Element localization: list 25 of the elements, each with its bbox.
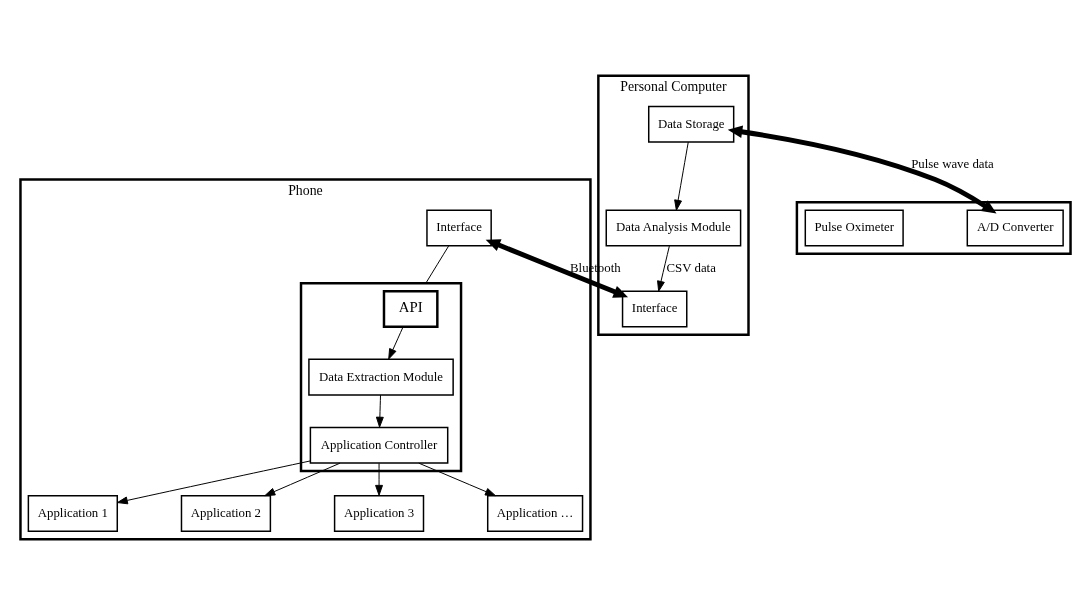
node-box: Application 3 xyxy=(333,494,425,532)
arrow xyxy=(116,459,311,504)
node-box: Application … xyxy=(486,494,584,532)
arrow xyxy=(388,326,404,359)
node-box: Interface xyxy=(621,289,688,327)
arrow xyxy=(375,394,384,428)
arrow xyxy=(418,462,496,496)
connector xyxy=(425,245,450,284)
arrow xyxy=(657,245,670,292)
arrow xyxy=(485,238,628,298)
node-box: A/D Converter xyxy=(966,208,1064,246)
arrow xyxy=(264,462,341,496)
arrow xyxy=(727,125,997,214)
node-box: Pulse Oximeter xyxy=(804,208,904,246)
node-box: Data Extraction Module xyxy=(308,358,454,396)
arrow xyxy=(674,141,689,211)
node-box: Application Controller xyxy=(309,426,449,464)
arrow xyxy=(375,462,383,496)
node-box: Data Analysis Module xyxy=(605,208,742,246)
node-box: Data Storage xyxy=(648,105,735,143)
node-box: Application 1 xyxy=(27,494,118,532)
edge-label: CSV data xyxy=(666,260,716,275)
edge-label: Pulse wave data xyxy=(911,156,994,171)
node-box: Interface xyxy=(426,208,492,246)
node-box: Application 2 xyxy=(180,494,272,532)
